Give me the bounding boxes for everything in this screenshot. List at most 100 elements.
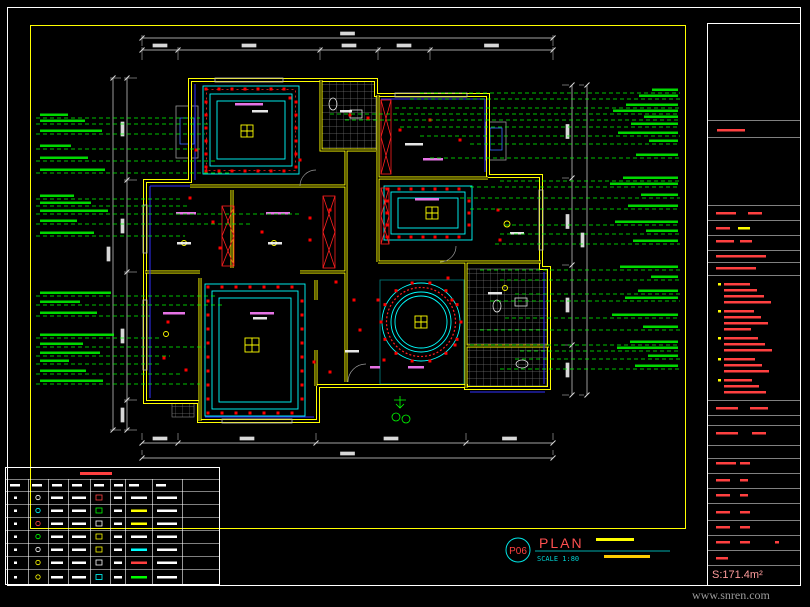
leader-label-mark bbox=[40, 300, 80, 303]
room-label-mark bbox=[163, 312, 185, 315]
downlight bbox=[450, 298, 454, 302]
title-block-note-number-mark bbox=[718, 310, 721, 313]
ceiling-lamp-bedroom-cross bbox=[241, 125, 253, 137]
leader-label-mark bbox=[613, 109, 678, 112]
downlight bbox=[262, 411, 266, 415]
title-block-text-mark bbox=[740, 462, 750, 465]
downlight bbox=[308, 238, 312, 242]
entrance-symbol bbox=[391, 396, 411, 424]
title-block bbox=[707, 23, 801, 586]
downlight bbox=[204, 165, 208, 169]
title-block-note-mark bbox=[724, 301, 771, 304]
legend-text-mark bbox=[72, 535, 86, 538]
legend-text-mark bbox=[157, 496, 177, 499]
downlight bbox=[385, 187, 389, 191]
legend-symbol bbox=[131, 509, 147, 512]
room-label-mark bbox=[268, 242, 282, 245]
downlight bbox=[282, 87, 286, 91]
dimension-value-mark bbox=[396, 43, 412, 48]
title-block-text-mark bbox=[716, 557, 728, 560]
bathroom-tile-lower bbox=[466, 346, 549, 388]
ceiling-lamp-dining-cross bbox=[415, 316, 427, 328]
leader-label-mark bbox=[40, 291, 111, 294]
legend-symbol bbox=[35, 559, 41, 566]
leader-label-mark bbox=[641, 193, 678, 196]
leader-label-mark bbox=[623, 176, 678, 179]
title-block-note-number-mark bbox=[718, 358, 721, 361]
downlight bbox=[467, 199, 471, 203]
dimension-tick bbox=[569, 175, 575, 181]
downlight bbox=[220, 411, 224, 415]
window-top-bedroom bbox=[214, 77, 284, 83]
downlight bbox=[294, 100, 298, 104]
drawing-note-mark bbox=[604, 555, 650, 558]
downlight bbox=[376, 298, 380, 302]
dimension-tick bbox=[139, 455, 145, 461]
leader-lines bbox=[36, 88, 680, 385]
dimension-value-mark bbox=[565, 297, 570, 313]
legend-text-mark bbox=[157, 576, 177, 579]
room-label-mark bbox=[266, 212, 290, 215]
downlight bbox=[294, 113, 298, 117]
downlight bbox=[428, 359, 432, 363]
entrance-mark-circle-a bbox=[391, 412, 401, 422]
room-label-mark bbox=[423, 158, 443, 161]
title-block-note-mark bbox=[724, 322, 768, 325]
legend-header-mark bbox=[52, 484, 62, 487]
ceiling-outline-room-right-outer bbox=[383, 185, 473, 241]
door-swing-dining bbox=[347, 363, 367, 383]
leader-label-mark bbox=[615, 220, 678, 223]
legend-symbol bbox=[35, 520, 41, 527]
legend-index-mark bbox=[14, 522, 17, 525]
title-block-text-mark bbox=[716, 267, 756, 270]
legend-symbol bbox=[35, 494, 41, 501]
downlight bbox=[290, 285, 294, 289]
room-label-marks bbox=[163, 103, 524, 369]
ceiling-outline-living-outer bbox=[204, 283, 306, 417]
leader-label-mark bbox=[652, 88, 678, 91]
ceiling-outline-living-inner bbox=[218, 297, 292, 403]
downlight bbox=[445, 187, 449, 191]
leader-label-mark bbox=[646, 229, 678, 232]
downlight bbox=[300, 341, 304, 345]
downlight bbox=[385, 211, 389, 215]
downlight bbox=[467, 223, 471, 227]
downlight bbox=[217, 87, 221, 91]
legend-symbol bbox=[131, 576, 147, 579]
room-label-mark bbox=[370, 366, 380, 369]
leader-label-mark bbox=[635, 364, 678, 367]
room-label-mark bbox=[252, 110, 268, 113]
drawing-number: P06 bbox=[509, 546, 527, 557]
leader-label-mark bbox=[40, 209, 108, 212]
legend-text-mark bbox=[51, 509, 63, 512]
dimension-value-mark bbox=[565, 124, 570, 139]
leader-label-mark bbox=[40, 156, 88, 159]
dimension-value-mark bbox=[341, 43, 357, 48]
downlight bbox=[206, 369, 210, 373]
downlight bbox=[433, 235, 437, 239]
downlight bbox=[206, 355, 210, 359]
entrance-mark-arrow bbox=[394, 396, 406, 409]
cabinet-corridor-cross bbox=[322, 195, 336, 269]
ceiling-outline-bedroom-mid bbox=[209, 93, 293, 167]
dining-ring-light-strip bbox=[385, 286, 457, 358]
downlight bbox=[410, 281, 414, 285]
downlight bbox=[397, 187, 401, 191]
legend-title-mark bbox=[80, 472, 112, 475]
dimension-value-mark bbox=[565, 362, 570, 378]
ceiling-lamp-room-right-cross bbox=[426, 207, 438, 219]
downlight bbox=[262, 285, 266, 289]
legend-text-mark bbox=[72, 548, 86, 551]
downlight bbox=[294, 126, 298, 130]
legend-symbol bbox=[35, 574, 41, 580]
title-block-text-mark bbox=[716, 494, 730, 497]
downlight bbox=[230, 169, 234, 173]
downlight bbox=[385, 199, 389, 203]
dimension-tick bbox=[313, 440, 319, 446]
leader-label-mark bbox=[643, 325, 678, 328]
dimension-tick bbox=[584, 82, 590, 88]
ceiling-outlines bbox=[202, 85, 473, 417]
downlight bbox=[184, 368, 188, 372]
legend-text-mark bbox=[51, 535, 63, 538]
